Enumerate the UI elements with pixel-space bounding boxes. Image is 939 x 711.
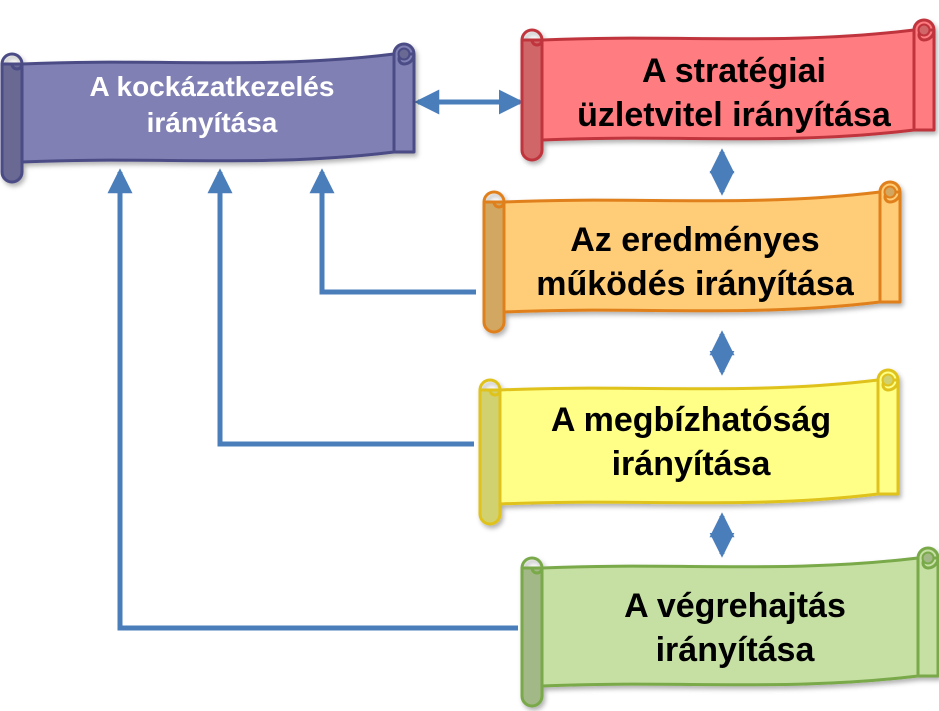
node-strategic-business: A stratégiai üzletvitel irányítása xyxy=(534,34,934,152)
node-execution: A végrehajtás irányítása xyxy=(536,566,934,690)
scroll-execution xyxy=(520,546,939,708)
scroll-risk xyxy=(0,42,416,184)
node-effective-operation: Az eredményes működés irányítása xyxy=(496,206,894,318)
node-execution-line-1: A végrehajtás xyxy=(624,586,846,625)
connector-execution-risk xyxy=(107,168,518,631)
connector-lines xyxy=(107,89,735,631)
connector-effective-risk xyxy=(309,168,476,295)
node-risk-management: A kockázatkezelés irányítása xyxy=(14,52,410,158)
scroll-reliability xyxy=(478,368,900,526)
scroll-shapes xyxy=(0,18,939,708)
node-execution-line-2: irányítása xyxy=(655,631,815,669)
node-reliability-line-1: A megbízhatóság xyxy=(550,400,832,439)
scroll-strategic xyxy=(520,18,936,162)
node-effective-line-2: működés irányítása xyxy=(536,265,854,303)
node-effective-line-1: Az eredményes xyxy=(570,220,820,259)
node-strategic-line-1: A stratégiai xyxy=(642,51,826,90)
connector-reliability-risk xyxy=(207,168,474,447)
node-reliability-line-2: irányítása xyxy=(611,445,771,483)
node-reliability: A megbízhatóság irányítása xyxy=(492,384,890,500)
node-risk-line-1: A kockázatkezelés xyxy=(89,70,335,102)
node-strategic-line-2: üzletvitel irányítása xyxy=(577,96,891,134)
scroll-effective xyxy=(482,180,902,334)
node-risk-line-2: irányítása xyxy=(146,107,278,138)
